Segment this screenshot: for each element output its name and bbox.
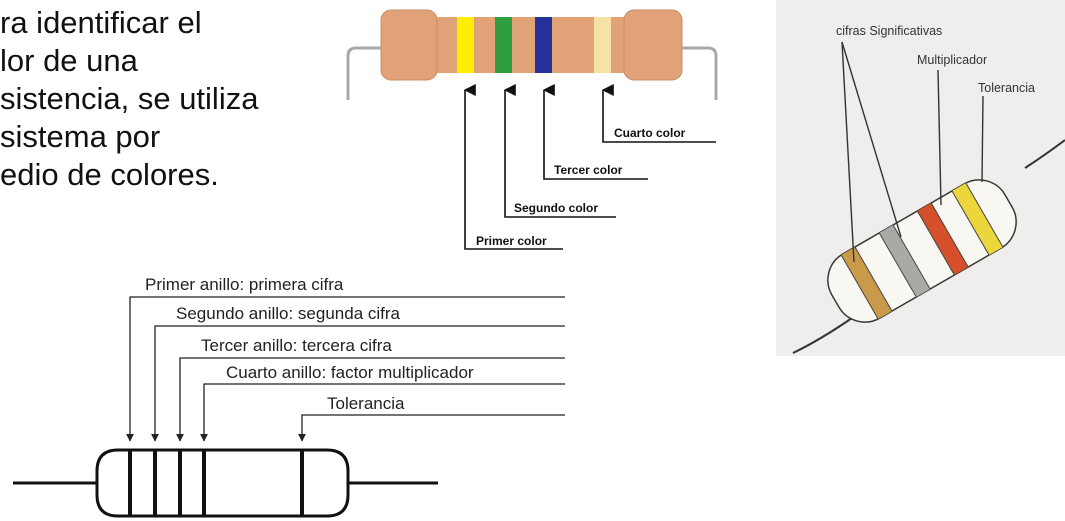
label-primer-color: Primer color — [476, 234, 547, 248]
top-band-3 — [535, 17, 552, 73]
leader-segundo-anillo — [151, 325, 565, 442]
intro-line-5: edio de colores. — [0, 157, 219, 192]
top-band-2 — [495, 17, 512, 73]
leader-segundo — [503, 84, 616, 218]
leader-tercer — [542, 84, 648, 180]
label-cifras-significativas: cifras Significativas — [836, 24, 942, 38]
top-leaders — [463, 84, 716, 250]
photo-band-3 — [917, 202, 969, 276]
schematic-resistor — [13, 448, 438, 518]
intro-line-2: lor de una — [0, 43, 138, 78]
top-resistor-cap-left — [380, 9, 438, 81]
label-tolerancia-photo: Tolerancia — [978, 81, 1035, 95]
photo-band-2 — [879, 224, 931, 298]
label-primer-anillo: Primer anillo: primera cifra — [145, 275, 344, 294]
intro-line-4: sistema por — [0, 119, 161, 154]
label-multiplicador: Multiplicador — [917, 53, 987, 67]
label-tercer-anillo: Tercer anillo: tercera cifra — [201, 336, 392, 355]
leader-tercer-anillo — [176, 357, 565, 442]
leader-primer-anillo — [126, 296, 565, 442]
top-resistor-cap-right — [623, 9, 683, 81]
label-segundo-color: Segundo color — [514, 201, 598, 215]
photo-leaders — [841, 41, 984, 263]
leader-primer — [463, 84, 563, 250]
intro-text: ra identificar el lor de una sistencia, … — [0, 4, 340, 194]
leader-cuarto — [601, 84, 716, 143]
top-band-1 — [457, 17, 474, 73]
photo-band-4 — [951, 182, 1003, 256]
intro-line-3: sistencia, se utiliza — [0, 81, 259, 116]
label-segundo-anillo: Segundo anillo: segunda cifra — [176, 304, 401, 323]
top-resistor — [346, 9, 718, 100]
leader-cuarto-anillo — [200, 383, 565, 442]
label-tolerancia: Tolerancia — [327, 394, 405, 413]
label-cuarto-color: Cuarto color — [614, 126, 686, 140]
photo-background — [776, 0, 1065, 356]
label-cuarto-anillo: Cuarto anillo: factor multiplicador — [226, 363, 474, 382]
leader-tolerancia — [298, 414, 565, 442]
photo-band-1 — [841, 246, 893, 320]
label-tercer-color: Tercer color — [554, 163, 623, 177]
top-band-4 — [594, 17, 611, 73]
intro-line-1: ra identificar el — [0, 5, 202, 40]
photo-lead-top — [1024, 139, 1065, 169]
schematic-body — [95, 448, 350, 518]
photo-resistor: cifras Significativas Multiplicador Tole… — [776, 0, 1065, 356]
bottom-diagram-lines — [126, 296, 565, 442]
photo-lead-bottom — [792, 317, 853, 354]
